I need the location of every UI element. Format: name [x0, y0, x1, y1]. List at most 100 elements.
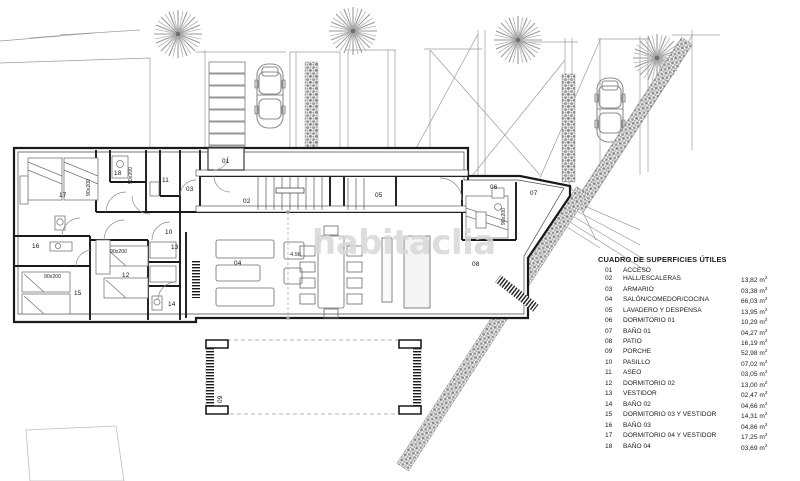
bed-size-label: 90x200	[44, 274, 62, 280]
room-label-11: 11	[162, 177, 170, 184]
legend-row-label: DORMITORIO 01	[623, 317, 675, 325]
legend-row-number: 13	[605, 390, 613, 398]
staircase	[257, 177, 365, 210]
legend-row-label: ASEO	[623, 369, 642, 377]
room-label-01: 01	[222, 158, 230, 165]
legend-row-area: 03,69 m2	[741, 442, 768, 452]
legend-row-number: 09	[605, 348, 613, 356]
hedge-vegetation	[304, 37, 693, 472]
legend-row-number: 08	[605, 337, 613, 345]
legend-row: 14 BAÑO 02 04,66 m2	[598, 400, 796, 412]
dimension-line	[286, 210, 290, 320]
legend-row-label: PORCHE	[623, 348, 652, 356]
legend-row: 10 PASILLO 07,02 m2	[598, 358, 796, 370]
legend-row-area: 02,47 m2	[741, 390, 768, 400]
legend-row-area: 04,66 m2	[741, 400, 768, 410]
room-label-06: 06	[490, 184, 498, 191]
room-label-12: 12	[122, 272, 130, 279]
legend-row-number: 05	[605, 306, 613, 314]
porche-09	[205, 339, 422, 415]
legend-row: 05 LAVADERO Y DESPENSA 13,95 m2	[598, 306, 796, 318]
legend-row-number: 03	[605, 285, 613, 293]
legend-row-number: 17	[605, 432, 613, 440]
legend-title: CUADRO DE SUPERFICIES ÚTILES	[598, 255, 727, 264]
room-label-15: 15	[74, 290, 82, 297]
legend-row: 03 ARMARIO 03,38 m2	[598, 285, 796, 297]
legend-row-area: 03,38 m2	[741, 285, 768, 295]
bed-size-label: 90x200	[110, 249, 128, 255]
legend-row-label: LAVADERO Y DESPENSA	[623, 306, 702, 314]
legend-row-label: DORMITORIO 03 Y VESTIDOR	[623, 411, 717, 419]
legend-row: 06 DORMITORIO 01 10,29 m2	[598, 317, 796, 328]
paving-steps	[208, 61, 246, 158]
legend-row-number: 15	[605, 411, 613, 419]
legend-row: 18 BAÑO 04 03,69 m2	[598, 442, 796, 454]
room-label-08: 08	[472, 261, 480, 268]
legend-row-label: ACCESO	[623, 267, 651, 274]
furniture	[19, 155, 509, 319]
legend-row-area: 04,86 m2	[741, 421, 768, 431]
bed-size-label: 90x200	[86, 178, 92, 196]
legend-row-area: 16,19 m2	[741, 337, 768, 348]
legend-row: 13 VESTIDOR 02,47 m2	[598, 390, 796, 401]
entrance-01	[207, 147, 245, 171]
room-label-04: 04	[234, 260, 242, 267]
legend-row-area: 52,98 m2	[741, 348, 768, 358]
legend-row-area: 13,82 m2	[741, 275, 768, 285]
room-label-17: 17	[59, 192, 67, 199]
exterior-steps	[192, 260, 539, 312]
plot-boundary	[25, 425, 125, 481]
legend-row-number: 10	[605, 358, 613, 366]
legend-row: 09 PORCHE 52,98 m2	[598, 348, 796, 359]
legend-row-label: BAÑO 04	[623, 442, 651, 450]
legend-row: 08 PATIO 16,19 m2	[598, 337, 796, 349]
legend-row-number: 01	[605, 267, 613, 274]
legend-row-label: BAÑO 03	[623, 421, 651, 429]
legend-row-area: 07,02 m2	[741, 358, 768, 369]
interior-partitions	[14, 150, 517, 320]
legend-row-area: 04,27 m2	[741, 327, 768, 337]
room-label-03: 03	[186, 186, 194, 193]
room-label-02: 02	[243, 198, 251, 205]
legend-row-label: ARMARIO	[623, 285, 654, 293]
legend-row-label: PASILLO	[623, 358, 650, 366]
room-label-13: 13	[171, 244, 179, 251]
legend-row-area: 66,03 m2	[741, 296, 768, 306]
room-label-05: 05	[375, 192, 383, 199]
legend-row-number: 18	[605, 442, 613, 450]
legend-row: 01 ACCESO	[598, 267, 796, 276]
room-label-07: 07	[530, 190, 538, 197]
legend-row-area	[741, 268, 796, 276]
legend-row-label: HALL/ESCALERAS	[623, 275, 681, 283]
legend-row-area: 14,31 m2	[741, 411, 768, 421]
legend-row-area: 10,29 m2	[741, 317, 768, 327]
legend-row-label: BAÑO 02	[623, 400, 651, 408]
legend-row-number: 12	[605, 379, 613, 387]
legend-row-label: DORMITORIO 02	[623, 379, 675, 387]
legend-row-number: 14	[605, 400, 613, 408]
legend-row-area: 13,95 m2	[741, 306, 768, 316]
bed-size-label: 90x200	[501, 207, 507, 225]
legend-row: 12 DORMITORIO 02 13,00 m2	[598, 379, 796, 391]
room-label-14: 14	[168, 301, 176, 308]
room-label-18: 18	[114, 170, 122, 177]
legend-row-label: BAÑO 01	[623, 327, 651, 335]
door-swings	[61, 175, 463, 301]
legend-row-number: 04	[605, 296, 613, 304]
legend-row-area: 13,00 m2	[741, 379, 768, 389]
legend-row-number: 06	[605, 317, 613, 325]
legend-row: 15 DORMITORIO 03 Y VESTIDOR 14,31 m2	[598, 411, 796, 422]
legend-row-label: VESTIDOR	[623, 390, 657, 398]
bed-size-label: 90x200	[128, 166, 134, 184]
legend-row-number: 11	[605, 369, 612, 377]
legend-row-label: PATIO	[623, 337, 642, 345]
